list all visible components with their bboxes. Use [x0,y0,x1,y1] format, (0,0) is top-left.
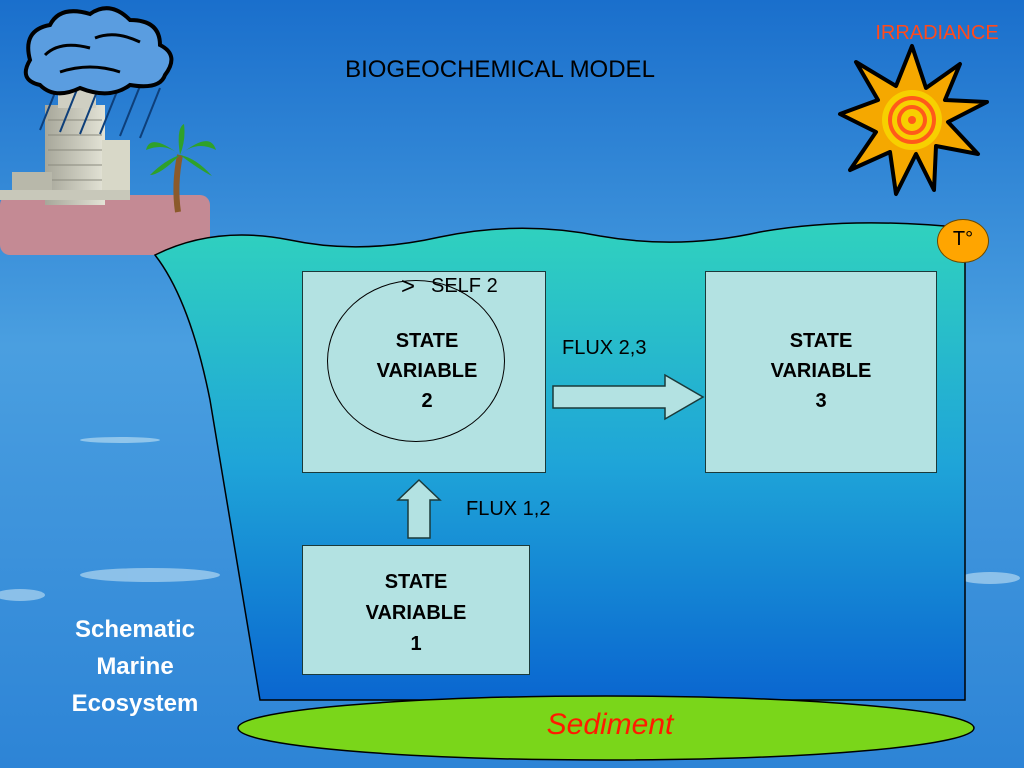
reef-streaks [0,437,1020,601]
sv3-line2: VARIABLE [770,360,872,382]
state-variable-3-text: STATE VARIABLE 3 [706,326,936,416]
self-loop-symbol: > [401,273,416,300]
diagram-title: BIOGEOCHEMICAL MODEL [345,56,655,83]
flux-2-3-arrow [552,373,705,421]
state-variable-2-text: STATE VARIABLE 2 [347,326,507,416]
sv3-line1: STATE [789,330,853,352]
sv2-number: 2 [421,390,433,412]
flux-1-2-arrow [396,478,442,539]
irradiance-label: IRRADIANCE [875,22,999,44]
state-variable-2-box: > SELF 2 STATE VARIABLE 2 [302,271,546,473]
state-variable-1-box: STATE VARIABLE 1 [302,545,530,675]
side-caption-line2: Marine [96,653,174,680]
rain-cloud-icon [23,6,174,139]
sediment-label: Sediment [546,708,674,741]
temperature-circle: T° [937,219,989,263]
sv1-number: 1 [410,633,422,655]
flux-1-2-label: FLUX 1,2 [466,498,551,520]
sediment-ellipse [237,695,975,761]
state-variable-1-text: STATE VARIABLE 1 [303,567,529,660]
sun-icon [838,44,989,196]
side-caption: Schematic Marine Ecosystem [40,611,230,722]
sv2-line1: STATE [395,330,459,352]
island-illustration [0,88,216,255]
flux-2-3-label: FLUX 2,3 [562,337,647,359]
self-loop-label: SELF 2 [431,275,498,297]
self-loop-circle [327,280,505,442]
side-caption-line1: Schematic [74,616,196,643]
sv3-number: 3 [815,390,827,412]
sv2-line2: VARIABLE [376,360,478,382]
side-caption-line3: Ecosystem [71,690,199,717]
sv1-line2: VARIABLE [365,602,467,624]
state-variable-3-box: STATE VARIABLE 3 [705,271,937,473]
sv1-line1: STATE [384,571,448,593]
